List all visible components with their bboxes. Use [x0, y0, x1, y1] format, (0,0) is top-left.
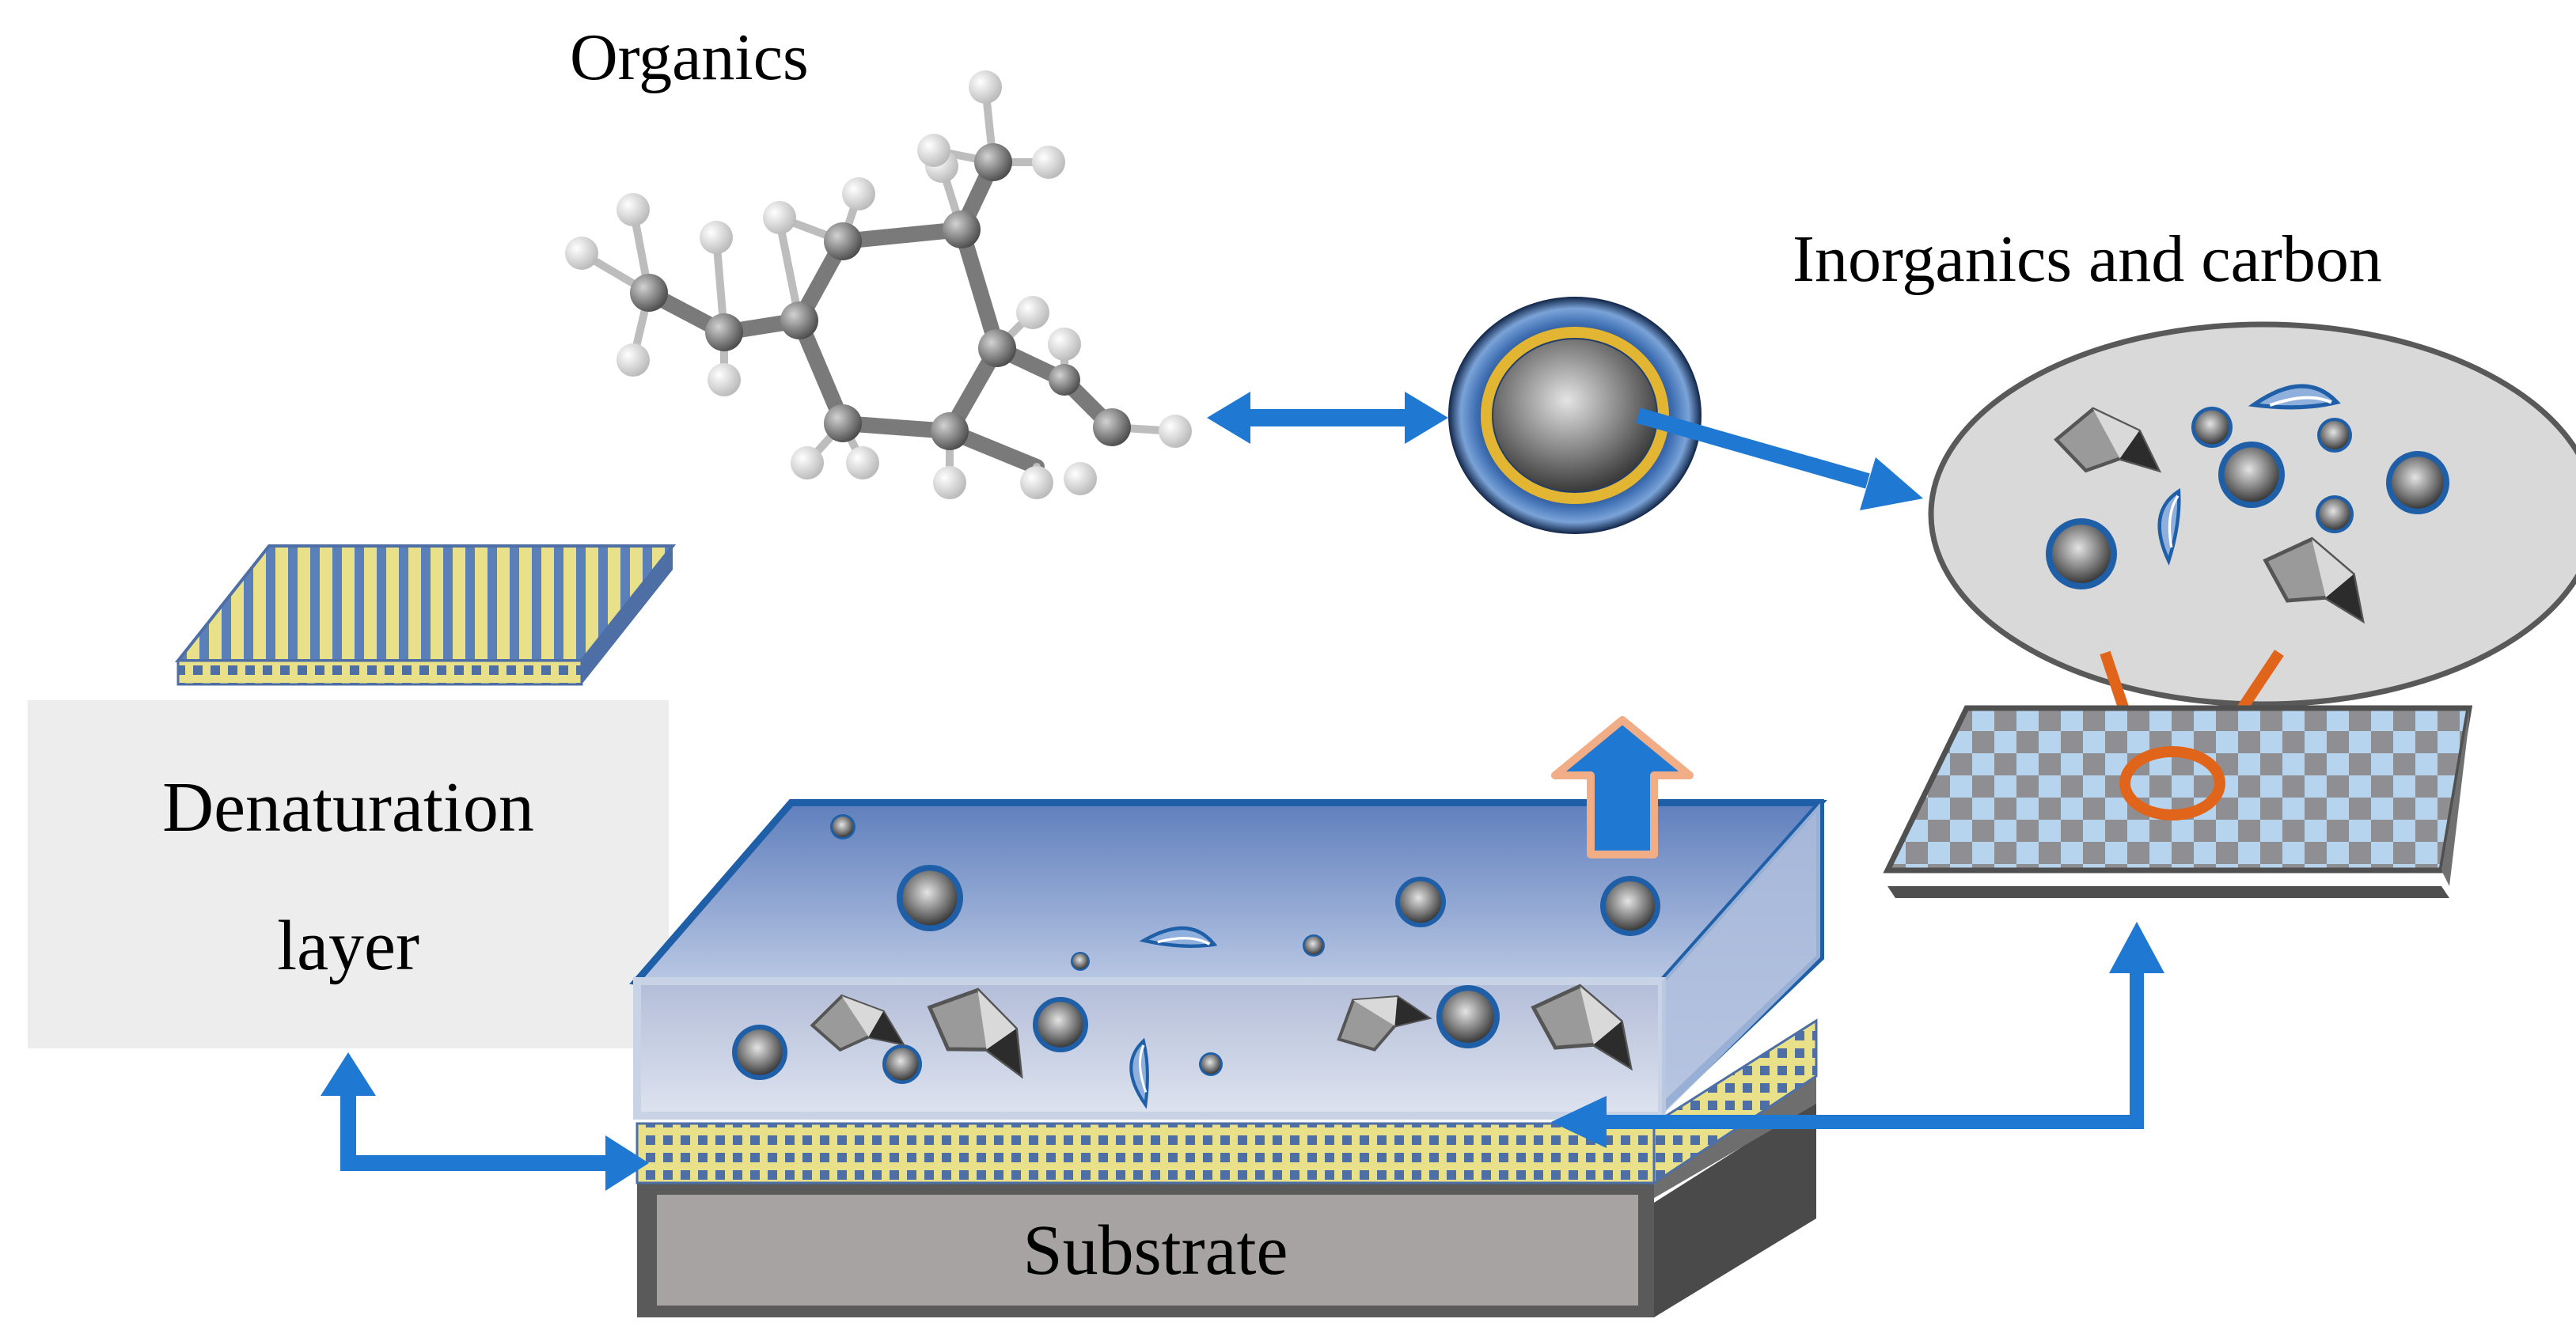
denaturation-label-line1: Denaturation	[162, 768, 534, 847]
denaturation-interface-arrow	[321, 1052, 649, 1191]
interface-layer	[635, 1018, 1818, 1185]
inorganics-label: Inorganics and carbon	[1793, 222, 2382, 296]
substrate-block: Substrate	[637, 1076, 1816, 1317]
coating-grid-arrow	[1551, 922, 2164, 1148]
organics-particle-double-arrow	[1207, 392, 1448, 444]
denaturation-layer-box: Denaturation layer	[28, 700, 669, 1048]
particle-to-zoom-arrow	[1636, 407, 1923, 510]
substrate-label: Substrate	[1023, 1211, 1288, 1290]
grid-sheet-icon	[1883, 705, 2473, 898]
core-shell-particle-icon	[1448, 297, 1702, 534]
organics-label: Organics	[570, 21, 809, 94]
release-up-arrow	[1551, 716, 1694, 858]
molecule-icon	[565, 70, 1192, 499]
zoom-ellipse-icon	[1928, 321, 2576, 707]
denaturation-label-line2: layer	[277, 907, 419, 985]
coating-slab	[629, 799, 1827, 1120]
striped-layer-icon	[174, 544, 677, 686]
